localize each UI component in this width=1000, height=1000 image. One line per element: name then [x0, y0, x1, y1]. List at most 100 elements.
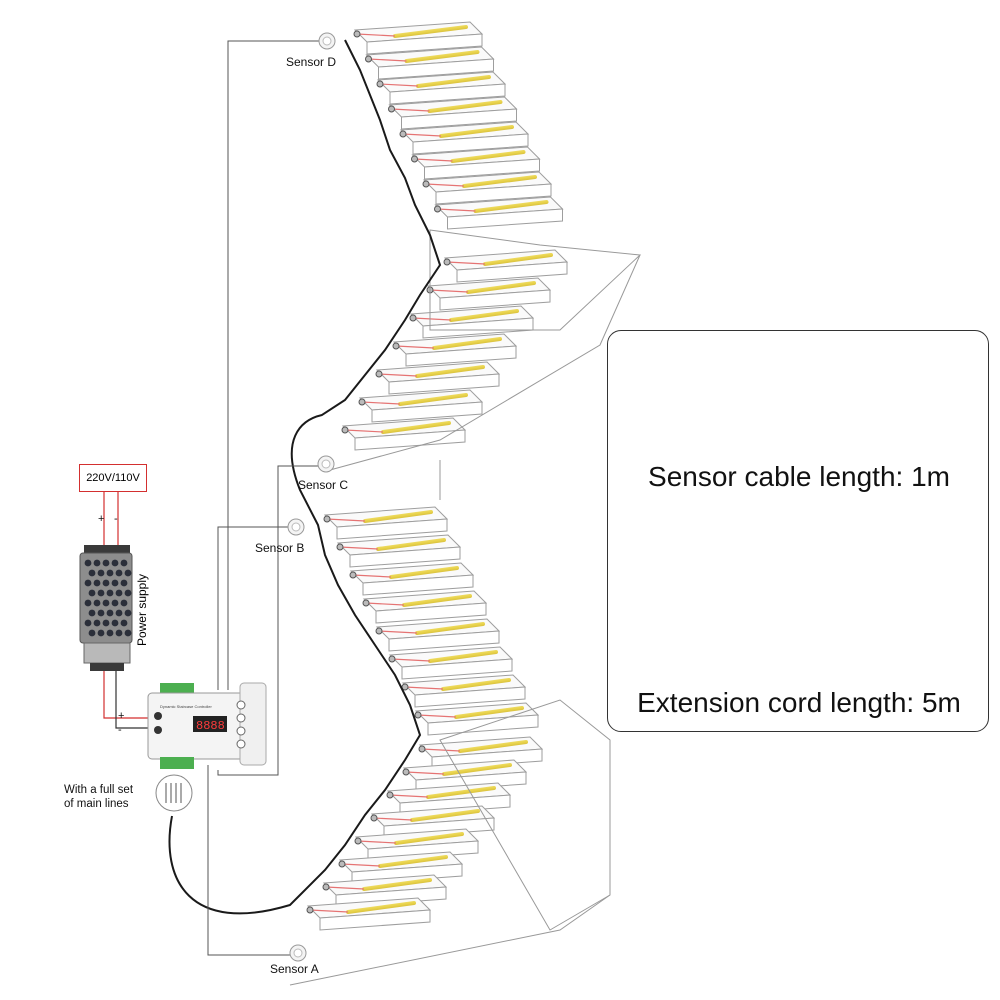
flight-top-step-1-riser: [366, 33, 483, 55]
flight-middle-step-5-led-wire: [378, 630, 418, 634]
flight-middle-step-1-connector-node: [323, 515, 331, 523]
flight-upper-step-1-connector-node: [443, 258, 451, 266]
flight-middle-step-4-riser: [375, 602, 487, 624]
flight-middle-step-2-connector-node: [336, 543, 344, 551]
flight-middle-step-1-led-strip: [363, 510, 433, 523]
flight-bottom-step-4-connector-node: [370, 814, 378, 822]
flight-bottom-step-1-connector-node: [418, 745, 426, 753]
input-minus-mark: -: [114, 513, 118, 525]
flight-middle-step-3-connector-node: [349, 571, 357, 579]
flight-upper-step-1-riser: [456, 261, 568, 283]
vent-hole: [97, 589, 105, 597]
flight-top-step-3-led-wire: [379, 83, 419, 87]
flight-bottom-step-1-led-strip: [458, 740, 528, 753]
flight-middle-step-1-led-wire: [326, 518, 366, 522]
vent-hole: [111, 579, 119, 587]
vent-hole: [102, 559, 110, 567]
vent-hole: [115, 629, 123, 637]
flight-middle-step-3-led-strip: [389, 566, 459, 579]
staircase-flight-top: [353, 21, 564, 230]
flight-middle-step-8-led-strip: [454, 706, 524, 719]
power-wires-neutral: [115, 670, 148, 729]
flight-top-step-4-connector-node: [388, 105, 395, 113]
flight-top-step-5-riser: [412, 133, 529, 155]
flight-middle-step-4-led-wire: [365, 602, 405, 606]
sensor-a-label: Sensor A: [270, 962, 319, 976]
flight-top-step-7-led-strip: [462, 175, 537, 188]
flight-bottom-step-5-led-wire: [357, 840, 397, 844]
vent-hole: [102, 619, 110, 627]
flight-middle-step-1-riser: [336, 518, 448, 540]
flight-bottom-step-5-led-strip: [394, 832, 464, 845]
flight-middle-step-4-connector-node: [362, 599, 370, 607]
flight-upper-step-2-led-wire: [429, 289, 469, 293]
flight-bottom-step-6-led-wire: [341, 863, 381, 867]
flight-bottom-step-7-connector-node: [322, 883, 330, 891]
vent-hole: [84, 559, 92, 567]
power-supply-label: Power supply: [135, 573, 149, 647]
vent-hole: [84, 579, 92, 587]
vent-hole: [88, 629, 96, 637]
controller-title: Dynamic Staircase Controller: [160, 704, 212, 709]
flight-top-step-8-led-strip: [473, 200, 549, 213]
flight-top-step-7-connector-node: [422, 180, 430, 188]
flight-middle-step-2-led-strip: [376, 538, 446, 551]
flight-top-step-6-led-wire: [414, 158, 453, 162]
vent-hole: [120, 579, 128, 587]
flight-top-step-4-riser: [401, 108, 517, 130]
flight-upper-step-2-led-strip: [466, 281, 536, 294]
flight-top-step-5-led-strip: [439, 125, 514, 138]
main-lines-line2: of main lines: [64, 798, 129, 810]
vent-hole: [84, 619, 92, 627]
flight-top-step-1-led-strip: [393, 25, 468, 38]
vent-hole: [115, 569, 123, 577]
flight-middle-step-2-led-wire: [339, 546, 379, 550]
flight-bottom-step-2-connector-node: [402, 768, 410, 776]
flight-middle-step-3-riser: [362, 574, 474, 596]
flight-upper-step-6-led-wire: [361, 401, 401, 405]
flight-upper-step-6-riser: [371, 401, 483, 423]
flight-bottom-step-3-connector-node: [386, 791, 394, 799]
vent-hole: [93, 559, 101, 567]
vent-hole: [124, 589, 132, 597]
flight-middle-step-7-riser: [414, 686, 526, 708]
flight-upper-step-7-led-strip: [381, 421, 451, 434]
flight-upper-step-4-connector-node: [392, 342, 400, 350]
main-lines-note: With a full set of main lines: [64, 783, 133, 811]
vent-hole: [106, 569, 114, 577]
flight-top-step-2-connector-node: [365, 55, 372, 63]
sensor-d-label: Sensor D: [286, 55, 337, 69]
output-plus-mark: +: [118, 710, 124, 722]
flight-bottom-step-4-led-strip: [410, 809, 480, 822]
vent-hole: [102, 599, 110, 607]
flight-upper-step-5-led-wire: [378, 373, 418, 377]
flight-middle-step-6-led-wire: [391, 658, 431, 662]
sensor-c-label: Sensor C: [298, 478, 349, 492]
flight-bottom-step-8-connector-node: [306, 906, 314, 914]
flight-bottom-step-6-connector-node: [338, 860, 346, 868]
main-lines-connector: [155, 774, 193, 812]
flight-bottom-step-3-led-strip: [426, 786, 496, 799]
flight-top-step-5-led-wire: [402, 133, 442, 137]
flight-upper-step-5-riser: [388, 373, 500, 395]
vent-hole: [93, 579, 101, 587]
flight-bottom-step-8-led-wire: [309, 909, 349, 913]
power-wires: [103, 492, 148, 719]
sensor-cable-length-text: Sensor cable length: 1m: [648, 461, 950, 492]
input-voltage-box: 220V/110V: [79, 464, 147, 492]
controller-unit: [147, 682, 267, 769]
flight-top-step-2-led-wire: [368, 58, 407, 62]
flight-middle-step-3-led-wire: [352, 574, 392, 578]
flight-top-step-6-riser: [424, 158, 540, 180]
flight-top-step-2-led-strip: [404, 50, 480, 63]
vent-hole: [120, 599, 128, 607]
extension-cord-length-text: Extension cord length: 5m: [637, 687, 961, 718]
flight-upper-step-4-led-wire: [395, 345, 435, 349]
vent-hole: [111, 559, 119, 567]
main-lines-line1: With a full set: [64, 784, 134, 796]
flight-bottom-step-6-led-strip: [378, 855, 448, 868]
flight-upper-step-1-led-wire: [446, 261, 486, 265]
flight-bottom-step-7-led-strip: [362, 878, 432, 891]
output-minus-mark: -: [118, 724, 122, 736]
staircase-flight-middle: [323, 506, 540, 736]
